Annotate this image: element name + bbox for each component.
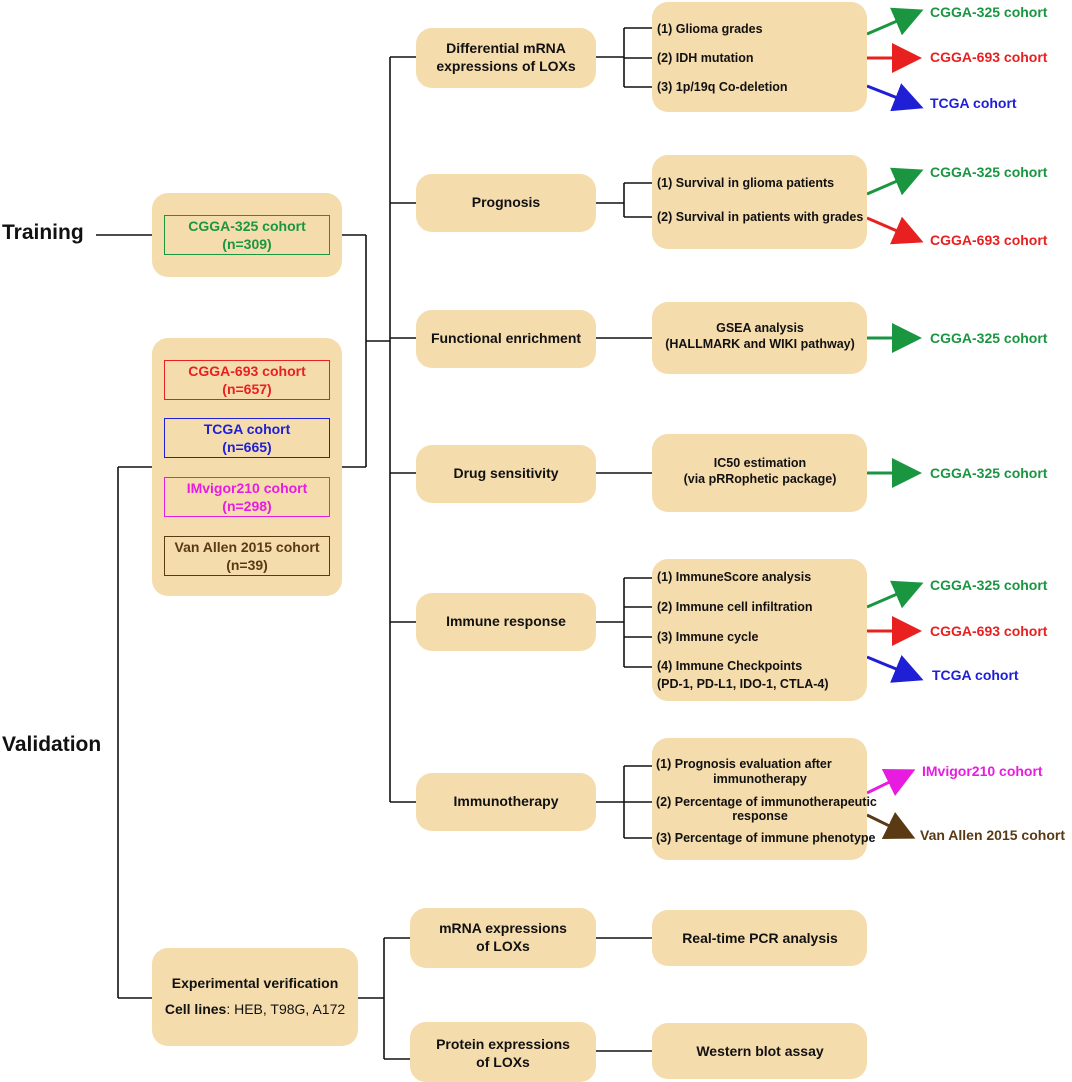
validation-label: Validation <box>2 733 102 756</box>
analysis-box-immune: Immune response <box>416 593 596 651</box>
target-cohort: IMvigor210 cohort <box>922 763 1043 779</box>
cohort-name: CGGA-693 cohort <box>188 363 306 379</box>
cell-lines-value: : HEB, T98G, A172 <box>226 1001 346 1017</box>
target-cohort: CGGA-693 cohort <box>930 232 1048 248</box>
detail-box-ic50: IC50 estimation (via pRRophetic package) <box>652 434 867 512</box>
training-cohort-name: CGGA-325 cohort <box>188 218 306 234</box>
detail-item: immunotherapy <box>713 772 807 786</box>
detail-box-immunotherapy: (1) Prognosis evaluation after immunothe… <box>652 738 877 860</box>
experimental-title: Experimental verification <box>171 975 339 991</box>
target-cohort: TCGA cohort <box>932 667 1019 683</box>
analysis-title: Functional enrichment <box>430 330 582 346</box>
analysis-box-immunotherapy: Immunotherapy <box>416 773 596 831</box>
detail-item: (1) ImmuneScore analysis <box>657 570 812 584</box>
detail-box-prognosis: (1) Survival in glioma patients (2) Surv… <box>652 155 867 249</box>
cohort-n: (n=665) <box>222 439 272 455</box>
validation-cohort-tcga: TCGA cohort (n=665) <box>164 418 330 458</box>
target-cohort: CGGA-325 cohort <box>930 577 1048 593</box>
training-cohort-box: CGGA-325 cohort (n=309) <box>152 193 342 277</box>
target-cohort: Van Allen 2015 cohort <box>920 827 1065 843</box>
detail-item: response <box>732 809 788 823</box>
training-cohort-n: (n=309) <box>222 236 272 252</box>
target-cohort: CGGA-325 cohort <box>930 4 1048 20</box>
analysis-title: Prognosis <box>471 194 541 210</box>
detail-box-western: Western blot assay <box>652 1023 867 1079</box>
validation-cohort-imvigor210: IMvigor210 cohort (n=298) <box>164 477 330 517</box>
cohort-n: (n=657) <box>222 381 272 397</box>
analysis-title: Immunotherapy <box>453 793 559 809</box>
detail-item: (2) Percentage of immunotherapeutic <box>656 795 877 809</box>
cohort-name: TCGA cohort <box>203 421 291 437</box>
analysis-title: Immune response <box>446 613 566 629</box>
method-label: Western blot assay <box>696 1043 824 1059</box>
detail-box-differential: (1) Glioma grades (2) IDH mutation (3) 1… <box>652 2 867 112</box>
experiment-title: Protein expressions <box>436 1036 570 1052</box>
analysis-title: expressions of LOXs <box>436 58 576 74</box>
experiment-title: of LOXs <box>476 938 530 954</box>
analysis-box-drug: Drug sensitivity <box>416 445 596 503</box>
detail-item: GSEA analysis <box>716 321 804 335</box>
detail-item: (3) Immune cycle <box>657 630 759 644</box>
validation-cohort-vanallen: Van Allen 2015 cohort (n=39) <box>164 536 330 576</box>
validation-cohorts-box: CGGA-693 cohort (n=657) TCGA cohort (n=6… <box>152 338 342 596</box>
detail-item: (1) Glioma grades <box>657 22 763 36</box>
detail-item: (3) 1p/19q Co-deletion <box>657 80 788 94</box>
detail-item: IC50 estimation <box>713 456 807 470</box>
experiment-title: of LOXs <box>476 1054 530 1070</box>
analysis-box-functional: Functional enrichment <box>416 310 596 368</box>
detail-item: (3) Percentage of immune phenotype <box>656 831 876 845</box>
target-cohort: TCGA cohort <box>930 95 1017 111</box>
analysis-box-prognosis: Prognosis <box>416 174 596 232</box>
experiment-box-protein: Protein expressions of LOXs <box>410 1022 596 1082</box>
training-label: Training <box>2 221 84 244</box>
detail-item: (2) Survival in patients with grades <box>657 210 864 224</box>
detail-item: (1) Prognosis evaluation after <box>656 757 832 771</box>
detail-box-pcr: Real-time PCR analysis <box>652 910 867 966</box>
detail-box-gsea: GSEA analysis (HALLMARK and WIKI pathway… <box>652 302 867 374</box>
experiment-title: mRNA expressions <box>439 920 567 936</box>
target-cohort: CGGA-325 cohort <box>930 465 1048 481</box>
cohort-n: (n=298) <box>222 498 272 514</box>
detail-item: (4) Immune Checkpoints <box>657 659 803 673</box>
method-label: Real-time PCR analysis <box>682 930 838 946</box>
training-cohort: CGGA-325 cohort (n=309) <box>164 215 330 255</box>
detail-item: (HALLMARK and WIKI pathway) <box>665 337 855 351</box>
target-cohort: CGGA-325 cohort <box>930 164 1048 180</box>
detail-box-immune: (1) ImmuneScore analysis (2) Immune cell… <box>652 559 867 701</box>
detail-item: (via pRRophetic package) <box>683 472 837 486</box>
cohort-name: Van Allen 2015 cohort <box>174 539 320 555</box>
analysis-title: Differential mRNA <box>446 40 566 56</box>
cohort-name: IMvigor210 cohort <box>186 480 308 496</box>
detail-item: (1) Survival in glioma patients <box>657 176 835 190</box>
cell-lines: Cell lines: HEB, T98G, A172 <box>165 1001 345 1017</box>
experimental-verification-box: Experimental verification Cell lines: HE… <box>152 948 358 1046</box>
target-cohort: CGGA-325 cohort <box>930 330 1048 346</box>
target-cohort: CGGA-693 cohort <box>930 49 1048 65</box>
validation-cohort-cgga693: CGGA-693 cohort (n=657) <box>164 360 330 400</box>
target-cohort: CGGA-693 cohort <box>930 623 1048 639</box>
detail-item: (2) IDH mutation <box>657 51 754 65</box>
detail-item: (2) Immune cell infiltration <box>657 600 813 614</box>
experiment-box-mrna: mRNA expressions of LOXs <box>410 908 596 968</box>
cohort-n: (n=39) <box>226 557 268 573</box>
analysis-title: Drug sensitivity <box>453 465 559 481</box>
analysis-box-differential: Differential mRNA expressions of LOXs <box>416 28 596 88</box>
detail-item: (PD-1, PD-L1, IDO-1, CTLA-4) <box>657 677 829 691</box>
cell-lines-label: Cell lines <box>164 1001 227 1017</box>
